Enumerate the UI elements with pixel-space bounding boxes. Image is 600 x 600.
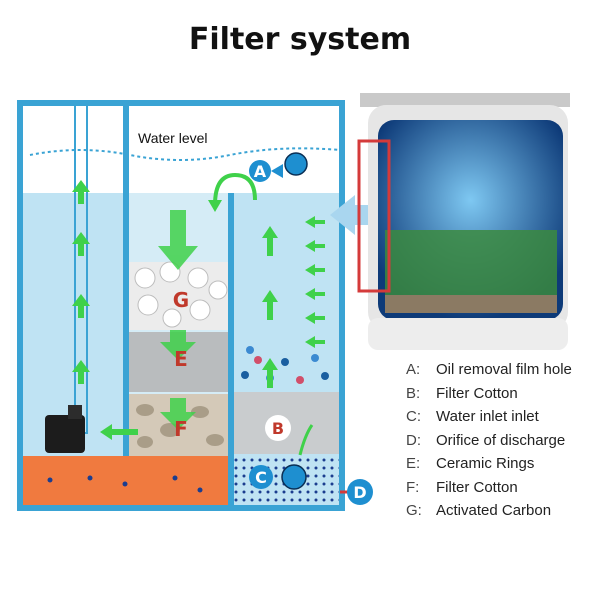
pump-outlet-arrow xyxy=(100,424,138,440)
water-level-label: Water level xyxy=(138,130,208,146)
marker-b-label: B xyxy=(272,419,284,438)
overflow-arrow xyxy=(213,172,257,206)
wall-right xyxy=(228,193,234,505)
diagram-title: Filter system xyxy=(188,22,412,57)
marker-b xyxy=(265,415,291,441)
right-upflow-arrows xyxy=(262,226,278,388)
legend-item: F: Filter Cotton xyxy=(406,476,572,500)
legend-key: F: xyxy=(406,478,420,496)
wall-left xyxy=(123,103,129,456)
marker-f-label: F xyxy=(174,417,188,441)
aquarium-photo xyxy=(357,93,570,350)
marker-c xyxy=(249,465,273,489)
legend-text: Orifice of discharge xyxy=(436,431,566,449)
legend: A:Oil removal film hole B:Filter Cotton … xyxy=(406,358,572,523)
marker-d xyxy=(347,479,373,505)
legend-item: C: Water inlet inlet xyxy=(406,405,572,429)
marker-c-label: C xyxy=(255,468,267,487)
inlet-arrows xyxy=(305,216,325,348)
filter-outline xyxy=(357,139,391,293)
legend-text: Ceramic Rings xyxy=(436,455,535,473)
oil-film-hole xyxy=(284,152,308,176)
legend-key: B: xyxy=(406,384,421,402)
marker-g-label: G xyxy=(173,288,189,312)
legend-item: E: Ceramic Rings xyxy=(406,452,572,476)
marker-a xyxy=(249,160,271,182)
legend-key: E: xyxy=(406,455,421,473)
legend-text: Oil removal film hole xyxy=(436,361,572,379)
legend-text: Water inlet inlet xyxy=(436,408,539,426)
legend-item: G: Activated Carbon xyxy=(406,499,572,523)
legend-text: Filter Cotton xyxy=(436,384,518,402)
marker-e-label: E xyxy=(174,347,188,371)
sump-base xyxy=(23,456,228,505)
legend-key: C: xyxy=(406,408,421,426)
marker-d-label: D xyxy=(353,483,366,502)
legend-key: D: xyxy=(406,431,421,449)
legend-text: Activated Carbon xyxy=(436,502,552,520)
downflow-arrows xyxy=(158,210,198,430)
legend-item: D: Orifice of discharge xyxy=(406,429,572,453)
upflow-arrows xyxy=(72,180,90,384)
pump xyxy=(45,415,85,453)
filter-frame xyxy=(17,100,345,511)
legend-key: A: xyxy=(406,361,421,379)
legend-item: B: Filter Cotton xyxy=(406,382,572,406)
legend-text: Filter Cotton xyxy=(436,478,518,496)
legend-key: G: xyxy=(406,502,422,520)
marker-a-label: A xyxy=(254,162,267,181)
water-level-line xyxy=(29,147,341,161)
legend-item: A: Oil removal film hole xyxy=(406,358,572,382)
water-inlet-hole xyxy=(281,464,307,490)
